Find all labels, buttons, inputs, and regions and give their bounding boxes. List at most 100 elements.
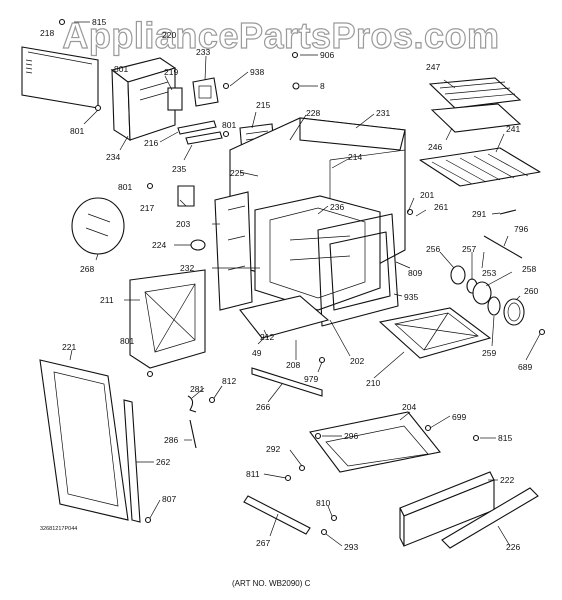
callout-221: 221 xyxy=(62,342,76,352)
callout-235: 235 xyxy=(172,164,186,174)
broiler-pan-bottom-246[interactable] xyxy=(430,103,522,133)
callout-218: 218 xyxy=(40,28,54,38)
print-code: 32681217P044 xyxy=(40,526,77,532)
callout-225: 225 xyxy=(230,168,244,178)
bracket-217[interactable] xyxy=(177,185,195,207)
art-number: (ART NO. WB2090) C xyxy=(232,579,311,588)
part-256[interactable] xyxy=(450,265,466,285)
part-291[interactable] xyxy=(499,209,517,215)
callout-216: 216 xyxy=(144,138,158,148)
side-frame-203[interactable] xyxy=(214,191,253,311)
callout-801-a: 801 xyxy=(114,64,128,74)
callout-219: 219 xyxy=(164,67,178,77)
callout-215: 215 xyxy=(256,100,270,110)
broiler-pan-247[interactable] xyxy=(428,77,522,109)
callout-801-d: 801 xyxy=(118,182,132,192)
callout-801-b: 801 xyxy=(70,126,84,136)
callout-246: 246 xyxy=(428,142,442,152)
callout-807: 807 xyxy=(162,494,176,504)
front-frame-809[interactable] xyxy=(317,213,399,327)
drawer-204[interactable] xyxy=(309,411,441,473)
callout-210: 210 xyxy=(366,378,380,388)
callout-293: 293 xyxy=(344,542,358,552)
callout-208: 208 xyxy=(286,360,300,370)
oven-liner-232[interactable] xyxy=(254,195,381,311)
callout-809: 809 xyxy=(408,268,422,278)
callout-224: 224 xyxy=(152,240,166,250)
callout-281: 281 xyxy=(190,384,204,394)
rail-267[interactable] xyxy=(243,495,311,535)
callout-262: 262 xyxy=(156,457,170,467)
vent-268[interactable] xyxy=(71,197,125,255)
callout-214: 214 xyxy=(348,152,362,162)
callout-689: 689 xyxy=(518,362,532,372)
part-224[interactable] xyxy=(190,239,206,251)
callout-258: 258 xyxy=(522,264,536,274)
callout-257: 257 xyxy=(462,244,476,254)
oven-floor-210[interactable] xyxy=(378,307,492,359)
callout-222: 222 xyxy=(500,475,514,485)
bracket-219[interactable] xyxy=(167,87,183,111)
callout-810: 810 xyxy=(316,498,330,508)
part-259[interactable] xyxy=(487,296,501,316)
callout-935: 935 xyxy=(404,292,418,302)
callout-801-c: 801 xyxy=(222,120,236,130)
callout-236: 236 xyxy=(330,202,344,212)
side-panel[interactable] xyxy=(21,46,99,109)
callout-228: 228 xyxy=(306,108,320,118)
part-258[interactable] xyxy=(472,281,492,305)
bracket-235[interactable] xyxy=(185,131,223,145)
callout-259: 259 xyxy=(482,348,496,358)
callout-801-e: 801 xyxy=(120,336,134,346)
bottom-plate-212[interactable] xyxy=(239,295,330,339)
callout-812: 812 xyxy=(222,376,236,386)
callout-8: 8 xyxy=(320,81,325,91)
callout-979: 979 xyxy=(304,374,318,384)
callout-286: 286 xyxy=(164,435,178,445)
terminal-block-233[interactable] xyxy=(192,77,219,107)
kick-panel-226[interactable] xyxy=(441,487,539,549)
callout-201: 201 xyxy=(420,190,434,200)
oven-door-221[interactable] xyxy=(39,359,129,521)
callout-811: 811 xyxy=(246,469,260,479)
callout-203: 203 xyxy=(176,219,190,229)
callout-220: 220 xyxy=(162,30,176,40)
callout-241: 241 xyxy=(506,124,520,134)
callout-260: 260 xyxy=(524,286,538,296)
part-286[interactable] xyxy=(189,419,197,449)
screw-markers xyxy=(58,18,546,536)
callout-226: 226 xyxy=(506,542,520,552)
oven-rack-241[interactable] xyxy=(419,147,541,187)
part-796[interactable] xyxy=(483,235,523,259)
watermark-text: AppliancePartsPros.com xyxy=(62,15,499,56)
callout-296: 296 xyxy=(344,431,358,441)
callout-49: 49 xyxy=(252,348,262,358)
callout-268: 268 xyxy=(80,264,94,274)
oven-bottom-211[interactable] xyxy=(129,269,206,369)
callout-291: 291 xyxy=(472,209,486,219)
callout-256: 256 xyxy=(426,244,440,254)
callout-234: 234 xyxy=(106,152,120,162)
callout-699: 699 xyxy=(452,412,466,422)
callout-233: 233 xyxy=(196,47,210,57)
callout-231: 231 xyxy=(376,108,390,118)
bracket-216[interactable] xyxy=(177,120,217,135)
callout-232: 232 xyxy=(180,263,194,273)
callout-202: 202 xyxy=(350,356,364,366)
rail-266[interactable] xyxy=(251,367,323,397)
callout-212: 212 xyxy=(260,332,274,342)
callout-204: 204 xyxy=(402,402,416,412)
door-gasket-262[interactable] xyxy=(123,399,141,523)
callout-247: 247 xyxy=(426,62,440,72)
callout-292: 292 xyxy=(266,444,280,454)
part-281[interactable] xyxy=(187,395,197,413)
callout-815: 815 xyxy=(92,17,106,27)
part-260[interactable] xyxy=(503,298,525,326)
callout-211: 211 xyxy=(100,295,114,305)
leader-lines xyxy=(69,21,541,547)
drawer-front-222[interactable] xyxy=(399,471,495,547)
backsplash-panel[interactable] xyxy=(110,57,177,142)
callout-labels: 815 906 8 938 233 218 220 801 219 801 23… xyxy=(40,17,538,552)
callout-938: 938 xyxy=(250,67,264,77)
